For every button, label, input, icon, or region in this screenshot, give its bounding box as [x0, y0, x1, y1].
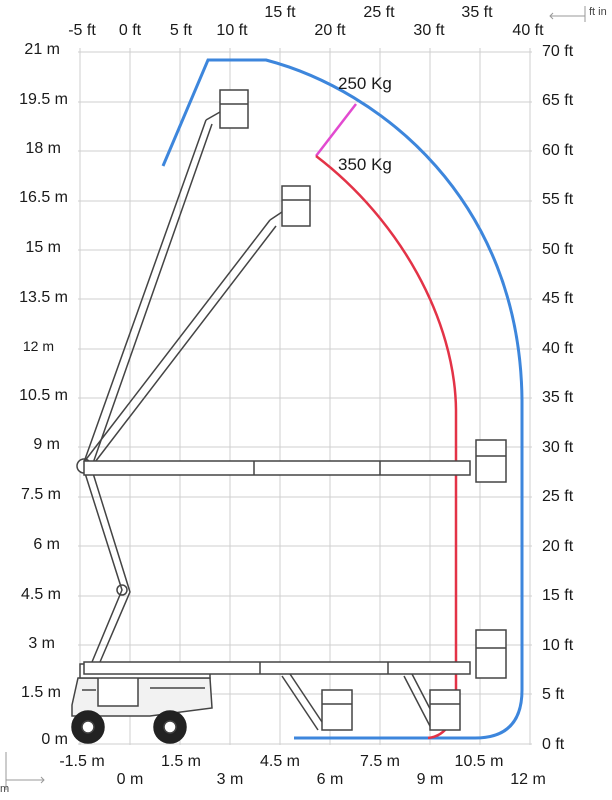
left-tick-label: 13.5 m [19, 289, 68, 306]
left-tick-label: 3 m [28, 635, 55, 652]
left-tick-label: 4.5 m [20, 586, 61, 603]
bottom-tick-label: 10.5 m [454, 753, 504, 770]
unit-arrow-ft [549, 6, 586, 22]
top-tick-label: 40 ft [512, 22, 544, 39]
right-tick-label: 10 ft [542, 637, 574, 654]
right-tick-label: 15 ft [542, 587, 574, 604]
grid-horizontal [78, 51, 532, 745]
right-tick-label: 30 ft [542, 439, 574, 456]
left-tick-label: 7.5 m [20, 486, 61, 503]
bottom-tick-label: 4.5 m [259, 753, 301, 770]
right-tick-label: 25 ft [542, 488, 574, 505]
top-tick-label: 15 ft [264, 4, 296, 21]
bottom-tick-label: 6 m [316, 771, 344, 788]
left-tick-label: 18 m [25, 140, 61, 157]
right-tick-label: 20 ft [542, 538, 574, 555]
grid-vertical [79, 48, 531, 745]
right-tick-label: 55 ft [542, 191, 574, 208]
load-label-350kg: 350 Kg [338, 155, 392, 174]
bottom-tick-label: 9 m [416, 771, 444, 788]
left-tick-label: 1.5 m [20, 684, 61, 701]
outer-envelope-250kg [161, 58, 524, 740]
left-tick-label: 9 m [33, 436, 60, 453]
right-tick-label: 60 ft [542, 142, 574, 159]
left-tick-label: 19.5 m [19, 91, 68, 108]
bottom-tick-label: 12 m [510, 771, 546, 788]
bottom-tick-label: 1.5 m [160, 753, 202, 770]
top-tick-label: 20 ft [314, 22, 346, 39]
machine-drawing [71, 89, 507, 744]
left-tick-label: 15 m [25, 239, 61, 256]
left-tick-label: 21 m [24, 41, 60, 58]
unit-label-m: m [0, 783, 10, 795]
right-tick-label: 35 ft [542, 389, 574, 406]
right-tick-label: 40 ft [542, 340, 574, 357]
load-label-250kg: 250 Kg [338, 74, 392, 93]
top-tick-label: 30 ft [413, 22, 445, 39]
right-tick-label: 0 ft [542, 736, 565, 753]
right-tick-label: 5 ft [542, 686, 565, 703]
unit-label-ft-in: ft in [589, 6, 607, 18]
bottom-tick-label: 3 m [216, 771, 244, 788]
unit-arrow-m [5, 752, 45, 790]
right-tick-label: 45 ft [542, 290, 574, 307]
top-tick-label: 35 ft [461, 4, 493, 21]
left-tick-label: 0 m [41, 731, 68, 748]
right-tick-label: 70 ft [542, 43, 574, 60]
right-tick-label: 65 ft [542, 92, 574, 109]
transition-segment [315, 103, 357, 157]
bottom-tick-label: 7.5 m [359, 753, 401, 770]
left-tick-label: 12 m [22, 338, 54, 354]
top-tick-label: 0 ft [118, 22, 142, 39]
left-tick-label: 10.5 m [19, 387, 68, 404]
top-tick-label: 5 ft [169, 22, 193, 39]
left-tick-label: 6 m [33, 536, 60, 553]
right-tick-label: 50 ft [542, 241, 574, 258]
left-tick-label: 16.5 m [19, 189, 68, 206]
top-tick-label: -5 ft [68, 22, 96, 39]
bottom-tick-label: 0 m [116, 771, 144, 788]
bottom-tick-label: -1.5 m [59, 753, 105, 770]
top-tick-label: 25 ft [363, 4, 395, 21]
top-tick-label: 10 ft [216, 22, 248, 39]
